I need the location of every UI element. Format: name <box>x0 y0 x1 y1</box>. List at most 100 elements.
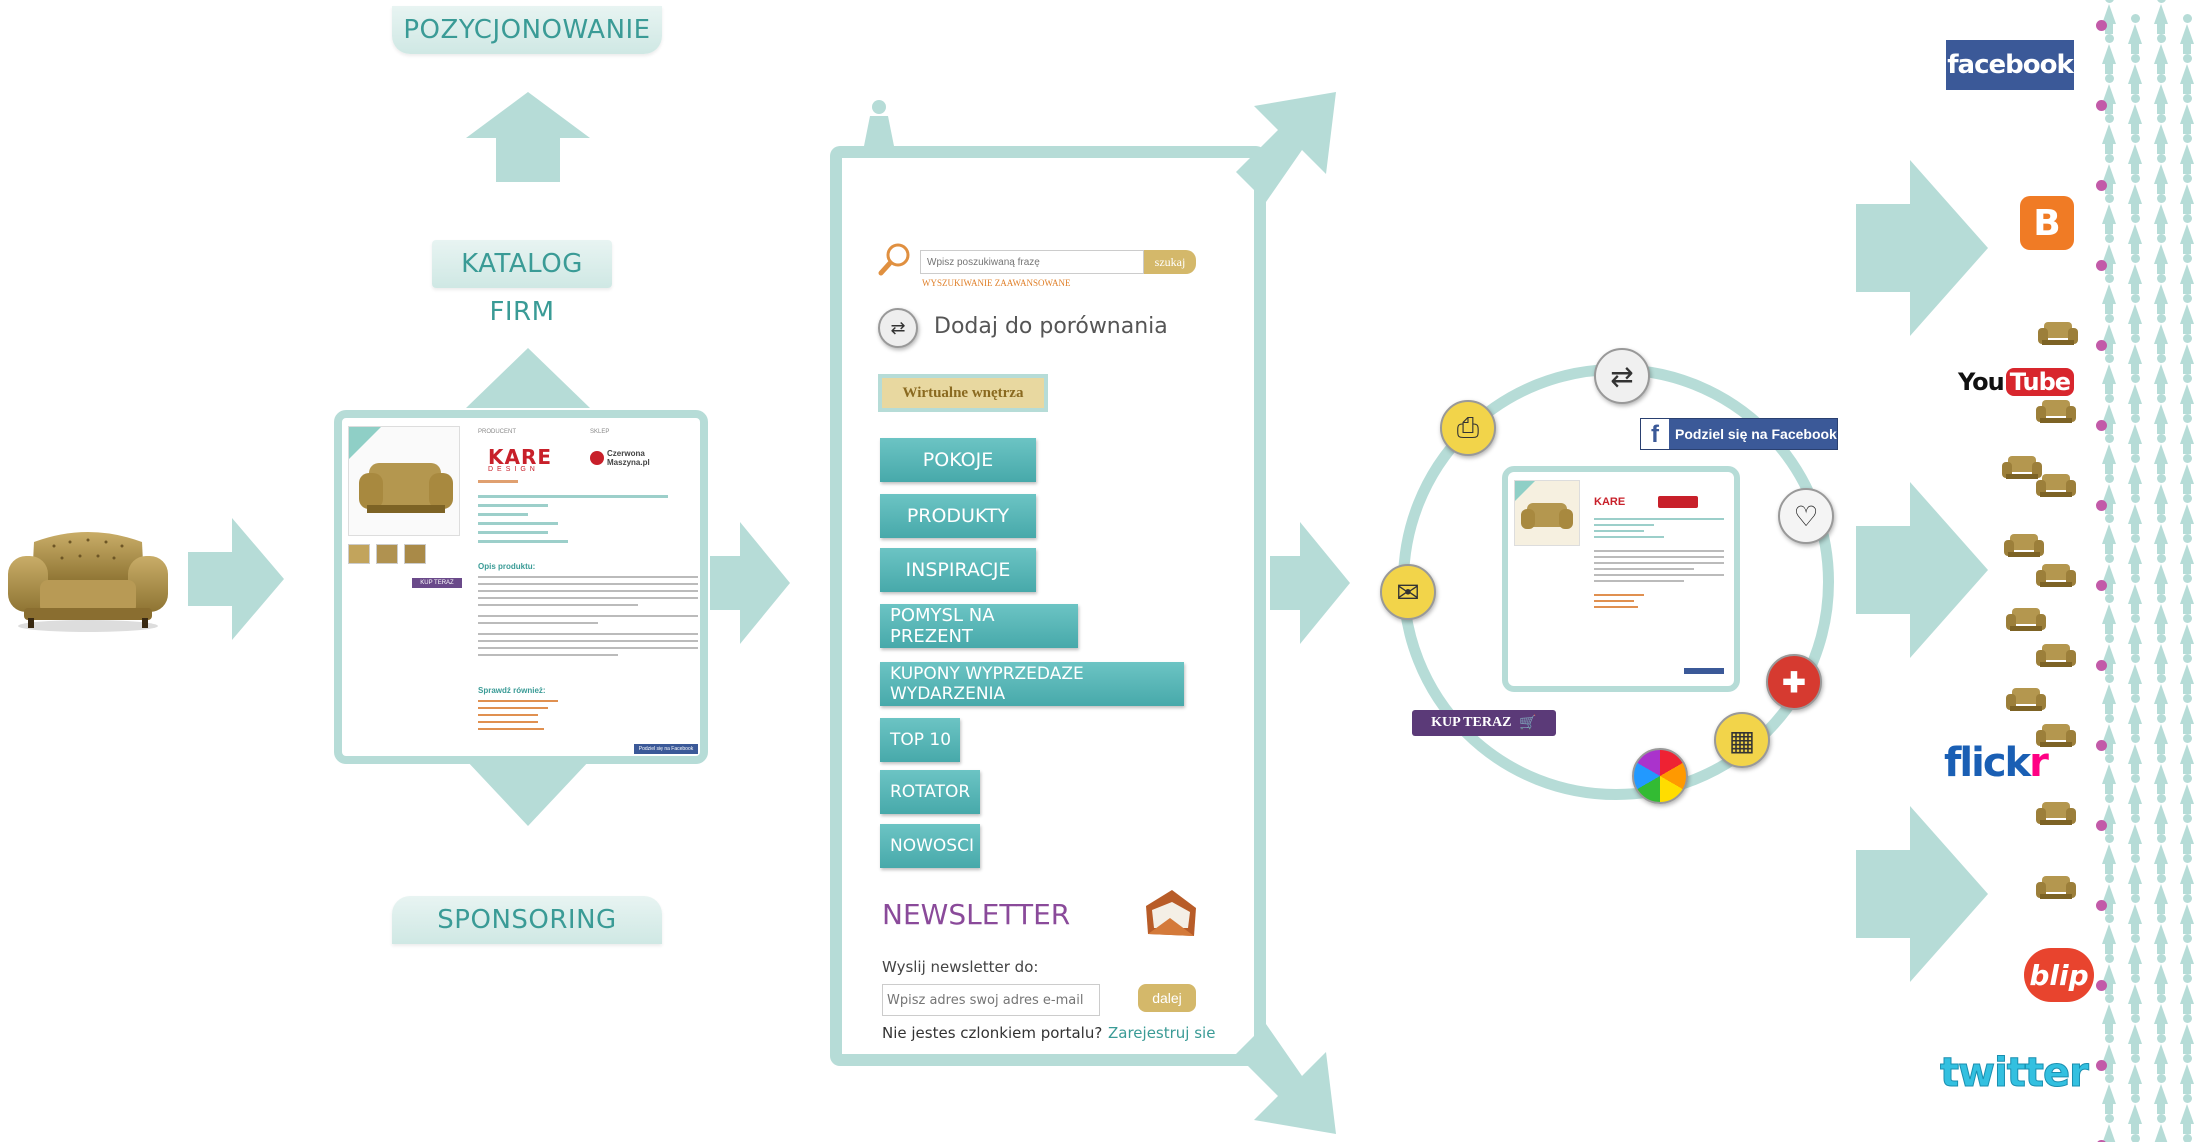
person-icon <box>2126 694 2144 734</box>
person-icon <box>2178 574 2196 614</box>
person-icon <box>2100 1114 2118 1142</box>
menu-item-kupony[interactable]: KUPONY WYPRZEDAZE WYDARZENIA <box>880 662 1184 706</box>
person-icon <box>2126 14 2144 54</box>
person-icon <box>2178 654 2196 694</box>
brand-logo: KARE DESIGN <box>488 447 558 473</box>
search-input[interactable] <box>920 250 1144 274</box>
person-icon <box>2152 554 2170 594</box>
heart-icon[interactable]: ♡ <box>1778 488 1834 544</box>
person-icon <box>2100 834 2118 874</box>
person-icon <box>2152 1114 2170 1142</box>
menu-item-produkty[interactable]: PRODUKTY <box>880 494 1036 538</box>
person-icon <box>2100 1034 2118 1074</box>
social-arrow-icon <box>1856 806 1988 982</box>
person-icon <box>2178 734 2196 774</box>
advanced-search-link[interactable]: WYSZUKIWANIE ZAAWANSOWANE <box>922 278 1071 288</box>
person-icon <box>2152 714 2170 754</box>
print-icon[interactable]: ⎙ <box>1440 400 1496 456</box>
compare-arrows-icon[interactable]: ⇄ <box>878 308 918 348</box>
share-facebook-button[interactable]: f Podziel się na Facebook <box>1640 418 1838 450</box>
envelope-icon <box>1142 888 1198 940</box>
thumbnail[interactable] <box>404 544 426 564</box>
person-icon <box>2178 934 2196 974</box>
menu-item-nowosci[interactable]: NOWOSCI <box>880 824 980 868</box>
newsletter-submit-button[interactable]: dalej <box>1138 984 1196 1012</box>
person-icon <box>2126 1134 2144 1142</box>
share-facebook-mini-button[interactable]: Podziel się na Facebook <box>634 744 698 754</box>
buy-now-button[interactable]: KUP TERAZ 🛒 <box>1412 710 1556 736</box>
chair-icon <box>2034 720 2078 750</box>
brand-sub: DESIGN <box>488 466 539 473</box>
add-plus-icon[interactable]: ✚ <box>1766 654 1822 710</box>
search-button[interactable]: szukaj <box>1144 250 1196 274</box>
person-icon <box>2152 1034 2170 1074</box>
product-main-image <box>348 426 460 536</box>
facebook-logo[interactable]: facebook <box>1946 40 2074 90</box>
thumbnail[interactable] <box>376 544 398 564</box>
add-to-compare-link[interactable]: Dodaj do porównania <box>934 314 1168 339</box>
person-icon <box>2178 1014 2196 1054</box>
person-icon <box>2100 434 2118 474</box>
person-icon <box>2152 474 2170 514</box>
person-icon <box>2100 74 2118 114</box>
virtual-interiors-button[interactable]: Wirtualne wnętrza <box>878 374 1048 412</box>
menu-item-top-10[interactable]: TOP 10 <box>880 718 960 762</box>
person-icon <box>2152 754 2170 794</box>
compare-arrows-icon[interactable]: ⇄ <box>1594 348 1650 404</box>
person-icon <box>2152 514 2170 554</box>
chair-icon <box>2002 530 2046 560</box>
person-dot-icon <box>2096 260 2107 271</box>
label-pozycjonowanie: POZYCJONOWANIE <box>392 6 662 54</box>
flickr-pink: r <box>2029 740 2049 786</box>
email-icon[interactable]: ✉ <box>1380 564 1436 620</box>
thumbnail[interactable] <box>348 544 370 564</box>
diagonal-up-arrow-icon <box>1236 92 1336 202</box>
person-icon <box>2152 434 2170 474</box>
person-icon <box>2100 154 2118 194</box>
person-icon <box>2178 534 2196 574</box>
twitter-logo[interactable]: twitter <box>1940 1050 2090 1097</box>
chair-icon <box>2004 604 2048 634</box>
color-wheel-icon[interactable] <box>1632 748 1688 804</box>
person-icon <box>2126 1054 2144 1094</box>
chair-icon <box>2000 452 2044 482</box>
product-card-mini: KARE <box>1502 466 1740 692</box>
person-icon <box>2152 994 2170 1034</box>
person-icon <box>2100 874 2118 914</box>
social-arrow-icon <box>1856 160 1988 336</box>
person-icon <box>2100 994 2118 1034</box>
newsletter-email-input[interactable] <box>882 984 1100 1016</box>
not-member-text: Nie jestes czlonkiem portalu? <box>882 1024 1103 1042</box>
flickr-logo[interactable]: flick r <box>1944 740 2049 786</box>
person-dot-icon <box>2096 580 2107 591</box>
blip-label: blip <box>2029 958 2089 992</box>
youtube-logo[interactable]: You Tube <box>1958 362 2075 402</box>
menu-item-inspiracje[interactable]: INSPIRACJE <box>880 548 1036 592</box>
register-link[interactable]: Zarejestruj sie <box>1108 1024 1216 1042</box>
film-icon[interactable]: ▦ <box>1714 712 1770 768</box>
person-icon <box>2178 14 2196 54</box>
person-icon <box>2100 234 2118 274</box>
person-icon <box>2126 814 2144 854</box>
person-icon <box>2126 894 2144 934</box>
blogger-logo[interactable]: B <box>2020 196 2074 250</box>
person-icon <box>2178 1054 2196 1094</box>
buy-now-mini-button[interactable]: KUP TERAZ <box>412 578 462 588</box>
menu-item-pomysl-na-prezent[interactable]: POMYSL NA PREZENT <box>880 604 1078 648</box>
chair-icon <box>2004 684 2048 714</box>
person-icon <box>2126 1094 2144 1134</box>
down-arrow-icon <box>466 760 590 826</box>
flow-arrow-icon <box>710 522 790 644</box>
menu-item-rotator[interactable]: ROTATOR <box>880 770 980 814</box>
person-icon <box>2178 774 2196 814</box>
person-icon <box>2178 974 2196 1014</box>
person-dot-icon <box>2096 180 2107 191</box>
chair-icon <box>2034 470 2078 500</box>
menu-item-pokoje[interactable]: POKOJE <box>880 438 1036 482</box>
blip-logo[interactable]: blip <box>2024 948 2094 1002</box>
sklep-label: SKLEP <box>590 429 610 435</box>
person-icon <box>2126 334 2144 374</box>
person-icon <box>2152 74 2170 114</box>
person-icon <box>2152 954 2170 994</box>
person-icon <box>2152 274 2170 314</box>
